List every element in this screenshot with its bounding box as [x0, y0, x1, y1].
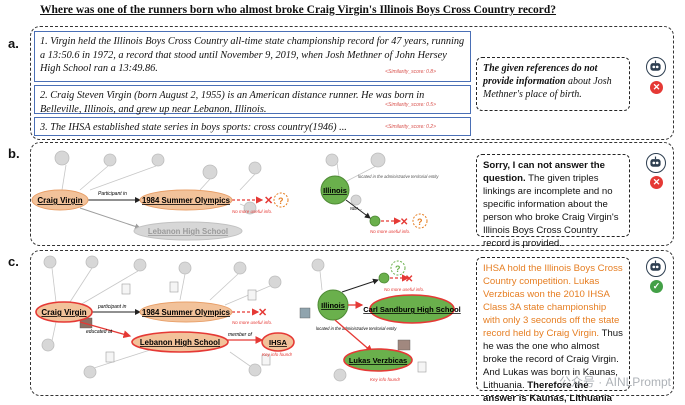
- cross-icon: ✕: [258, 307, 267, 319]
- question-icon: ?: [395, 264, 401, 274]
- reference-2-text: 2. Craig Steven Virgin (born August 2, 1…: [40, 90, 425, 115]
- node-summer-olympics-label: 1984 Summer Olympics: [142, 196, 231, 205]
- node-craig-virgin-label: Craig Virgin: [37, 196, 82, 205]
- answer-a-bold: The given references do not provide info…: [483, 63, 598, 87]
- gray-satellite-nodes: [54, 150, 386, 215]
- reference-1: 1. Virgin held the Illinois Boys Cross C…: [34, 31, 471, 82]
- node-lebanon-high-school: [131, 331, 229, 353]
- question-icon: ?: [417, 217, 423, 227]
- edge-located-label: located in the administrative territoria…: [358, 174, 439, 179]
- node-carl-sandburg-label: Carl Sandburg High School: [363, 305, 461, 314]
- node-lebanon-high-school-label: Lebanon High School: [140, 338, 220, 347]
- gray-satellite-nodes: [41, 255, 347, 382]
- node-craig-virgin-label: Craig Virgin: [41, 308, 86, 317]
- node-illinois-label: Illinois: [323, 186, 347, 195]
- reference-1-score: <Similarity_score: 0.8>: [385, 68, 436, 75]
- graph-b: Participant in ✕ ? No more useful info. …: [31, 150, 439, 241]
- robot-icon: [646, 257, 666, 277]
- answer-c: IHSA hold the Illinois Boys Cross Countr…: [476, 257, 630, 404]
- no-info-label: No more useful info.: [370, 229, 410, 234]
- answer-c-part4: Therefore the answer is Kaunas, Lithuani…: [483, 380, 613, 404]
- panel-c: IHSA hold the Illinois Boys Cross Countr…: [30, 250, 674, 404]
- wrong-icon: ✕: [650, 176, 663, 189]
- question-icon: ?: [278, 196, 284, 206]
- reference-3-score: <Similarity_score: 0.2>: [385, 123, 436, 130]
- reference-3: 3. The IHSA established state series in …: [34, 117, 471, 136]
- panel-a: 1. Virgin held the Illinois Boys Cross C…: [30, 26, 674, 140]
- node-lebanon-high-school: [133, 221, 243, 241]
- answer-c-part2: Lukas Verzbicas won the 2010 IHSA Class …: [483, 276, 620, 339]
- edge-located-label: located in the administrative territoria…: [316, 326, 397, 331]
- photo-thumbnails: [79, 307, 411, 351]
- watermark: 公众号 · AINLPrompt: [558, 375, 671, 389]
- edge-participant-label: participant in: [97, 304, 127, 310]
- node-carl-sandburg: [369, 294, 455, 324]
- node-summer-olympics: [139, 189, 233, 211]
- robot-icon: [646, 57, 666, 77]
- question-title: Where was one of the runners born who al…: [40, 4, 557, 16]
- reference-2: 2. Craig Steven Virgin (born August 2, 1…: [34, 85, 471, 115]
- node-lukas-verzbicas: [343, 348, 413, 372]
- edge-nba-label: NBA...: [350, 206, 362, 211]
- no-info-label: No more useful info.: [232, 320, 272, 325]
- node-illinois-label: Illinois: [321, 301, 345, 310]
- unknown-node: [390, 260, 406, 276]
- answer-b-rest: The given triples linkings are incomplet…: [483, 173, 619, 249]
- answer-c-part3: Thus he was the one who almost broke the…: [483, 328, 623, 391]
- cross-icon: ✕: [264, 195, 273, 207]
- cross-icon: ✕: [400, 217, 408, 228]
- node-lukas-verzbicas-label: Lukas Verzbicas: [349, 356, 407, 365]
- no-info-label: No more useful info.: [384, 287, 424, 292]
- panel-b-label: b.: [8, 146, 20, 161]
- node-ihsa-label: IHSA: [269, 338, 288, 347]
- reference-3-text: 3. The IHSA established state series in …: [40, 122, 347, 133]
- panel-a-label: a.: [8, 36, 19, 51]
- reference-2-score: <Similarity_score: 0.5>: [385, 101, 436, 108]
- node-green-small: [369, 215, 381, 227]
- reference-1-text: 1. Virgin held the Illinois Boys Cross C…: [40, 36, 465, 74]
- panel-c-label: c.: [8, 254, 19, 269]
- answer-a-rest: about Josh Methner's place of birth.: [483, 76, 612, 100]
- answer-b: Sorry, I can not answer the question. Th…: [476, 154, 630, 249]
- key-info-label: Key info found!: [262, 352, 293, 357]
- answer-a: The given references do not provide info…: [476, 57, 630, 111]
- check-icon: ✓: [650, 280, 663, 293]
- answer-c-part1: IHSA hold the Illinois Boys Cross Countr…: [483, 263, 623, 287]
- answer-b-bold: Sorry, I can not answer the question.: [483, 160, 605, 184]
- panel-b: Sorry, I can not answer the question. Th…: [30, 142, 674, 249]
- node-ihsa: [261, 332, 295, 352]
- node-craig-virgin: [31, 189, 89, 211]
- edge-member-label: member of: [228, 332, 253, 338]
- edge-educated-label: educated at: [86, 329, 113, 335]
- node-green-small: [378, 272, 390, 284]
- node-craig-virgin: [35, 301, 93, 323]
- key-info-label: Key info found!: [370, 377, 401, 382]
- unknown-node: [412, 213, 428, 229]
- no-info-label: No more useful info.: [232, 209, 272, 214]
- node-summer-olympics: [139, 301, 233, 323]
- cross-icon: ✕: [405, 274, 413, 285]
- node-lebanon-high-school-label: Lebanon High School: [148, 227, 228, 236]
- node-illinois: [320, 175, 350, 205]
- node-summer-olympics-label: 1984 Summer Olympics: [142, 308, 231, 317]
- edge-participant-label: Participant in: [98, 191, 127, 197]
- robot-icon: [646, 153, 666, 173]
- wrong-icon: ✕: [650, 81, 663, 94]
- unknown-node: [273, 192, 289, 208]
- graph-c: participant in ✕ No more useful info. ed…: [35, 255, 461, 382]
